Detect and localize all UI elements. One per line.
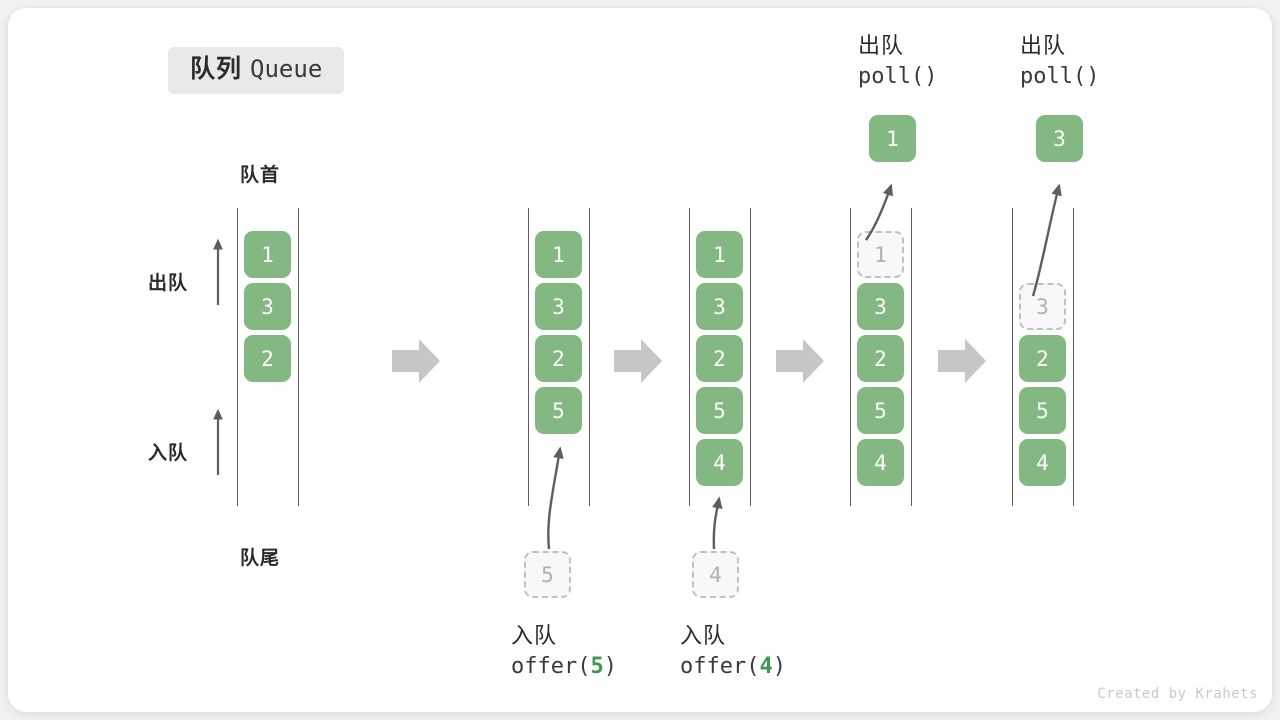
- queue-column-after-poll-1: 1 3 2 5 4: [850, 208, 912, 506]
- queue-rail-right: [750, 208, 751, 506]
- queue-cell: 2: [857, 335, 904, 382]
- incoming-cell: 5: [524, 551, 571, 598]
- caption-arg: 4: [759, 654, 773, 680]
- caption-chinese: 入队: [511, 623, 558, 648]
- queue-slot: 1: [535, 231, 582, 278]
- queue-slot: 5: [535, 387, 582, 434]
- popped-element-1: 1: [869, 115, 916, 162]
- queue-cell-ghost: 3: [1019, 283, 1066, 330]
- queue-cell: 3: [535, 283, 582, 330]
- queue-rail-left: [689, 208, 690, 506]
- queue-rail-right: [1073, 208, 1074, 506]
- queue-cell: 3: [696, 283, 743, 330]
- queue-cell: 4: [857, 439, 904, 486]
- caption-chinese: 入队: [680, 623, 727, 648]
- queue-slot: 4: [696, 439, 743, 486]
- flow-arrow-step-2: [614, 339, 662, 383]
- incoming-element-5: 5: [524, 551, 571, 598]
- caption-chinese: 出队: [858, 33, 905, 58]
- queue-column-after-offer-4: 1 3 2 5 4: [689, 208, 751, 506]
- queue-cell: 4: [696, 439, 743, 486]
- queue-slot: 3: [696, 283, 743, 330]
- queue-cell: 1: [535, 231, 582, 278]
- queue-cell: 2: [696, 335, 743, 382]
- credit-text: Created by Krahets: [1097, 686, 1258, 702]
- queue-column-initial: 1 3 2: [237, 208, 299, 506]
- caption-offer-5: 入队 offer(5): [511, 620, 617, 682]
- queue-cell: 1: [696, 231, 743, 278]
- queue-rail-right: [911, 208, 912, 506]
- incoming-cell: 4: [692, 551, 739, 598]
- caption-fn: offer(: [511, 654, 591, 680]
- caption-arg: 5: [590, 654, 604, 680]
- queue-cell: 5: [696, 387, 743, 434]
- queue-cell-ghost: 1: [857, 231, 904, 278]
- queue-cell: 2: [244, 335, 291, 382]
- flow-arrow-step-3: [776, 339, 824, 383]
- queue-rail-left: [237, 208, 238, 506]
- queue-slot: 5: [1019, 387, 1066, 434]
- enqueue-arrow-4: [712, 496, 723, 550]
- queue-slot: 3: [244, 283, 291, 330]
- flow-arrow-step-1: [392, 339, 440, 383]
- queue-cell: 5: [1019, 387, 1066, 434]
- popped-element-3: 3: [1036, 115, 1083, 162]
- queue-column-after-offer-5: 1 3 2 5: [528, 208, 590, 506]
- queue-rail-right: [589, 208, 590, 506]
- queue-rail-right: [298, 208, 299, 506]
- queue-slot: 1: [696, 231, 743, 278]
- queue-slot: 1: [857, 231, 904, 278]
- arrow-overlay: [213, 183, 1062, 550]
- dequeue-direction-label: 出队: [148, 273, 189, 294]
- queue-cell: 5: [535, 387, 582, 434]
- caption-close: ): [772, 654, 786, 680]
- queue-slot: 2: [857, 335, 904, 382]
- queue-slot: 3: [535, 283, 582, 330]
- caption-close: ): [603, 654, 617, 680]
- caption-code: offer(4): [680, 651, 786, 682]
- queue-slot: 2: [1019, 335, 1066, 382]
- queue-column-after-poll-3: 3 2 5 4: [1012, 208, 1074, 506]
- queue-slot: 5: [857, 387, 904, 434]
- enqueue-direction-label: 入队: [148, 443, 189, 464]
- title-english: Queue: [250, 55, 323, 83]
- title-chinese: 队列: [190, 55, 243, 83]
- caption-poll-1: 出队 poll(): [858, 30, 937, 92]
- flow-arrow-step-4: [938, 339, 986, 383]
- queue-tail-label: 队尾: [240, 548, 281, 569]
- queue-slot: 3: [1019, 283, 1066, 330]
- queue-cell: 1: [244, 231, 291, 278]
- caption-code: poll(): [858, 64, 938, 90]
- incoming-element-4: 4: [692, 551, 739, 598]
- queue-slot: 2: [535, 335, 582, 382]
- queue-slot: 2: [244, 335, 291, 382]
- queue-cell: 4: [1019, 439, 1066, 486]
- caption-offer-4: 入队 offer(4): [680, 620, 786, 682]
- queue-slot: 4: [1019, 439, 1066, 486]
- caption-code: offer(5): [511, 651, 617, 682]
- caption-code: poll(): [1020, 64, 1100, 90]
- queue-cell: 3: [244, 283, 291, 330]
- queue-head-label: 队首: [240, 165, 281, 186]
- caption-fn: offer(: [680, 654, 760, 680]
- caption-chinese: 出队: [1020, 33, 1067, 58]
- queue-cell: 3: [857, 283, 904, 330]
- queue-cell: 2: [1019, 335, 1066, 382]
- queue-slot: 5: [696, 387, 743, 434]
- queue-rail-left: [1012, 208, 1013, 506]
- caption-poll-3: 出队 poll(): [1020, 30, 1099, 92]
- queue-slot: 1: [244, 231, 291, 278]
- queue-cell: 2: [535, 335, 582, 382]
- queue-slot: 4: [857, 439, 904, 486]
- queue-slot: 3: [857, 283, 904, 330]
- queue-rail-left: [528, 208, 529, 506]
- queue-rail-left: [850, 208, 851, 506]
- queue-slot: 2: [696, 335, 743, 382]
- queue-cell: 5: [857, 387, 904, 434]
